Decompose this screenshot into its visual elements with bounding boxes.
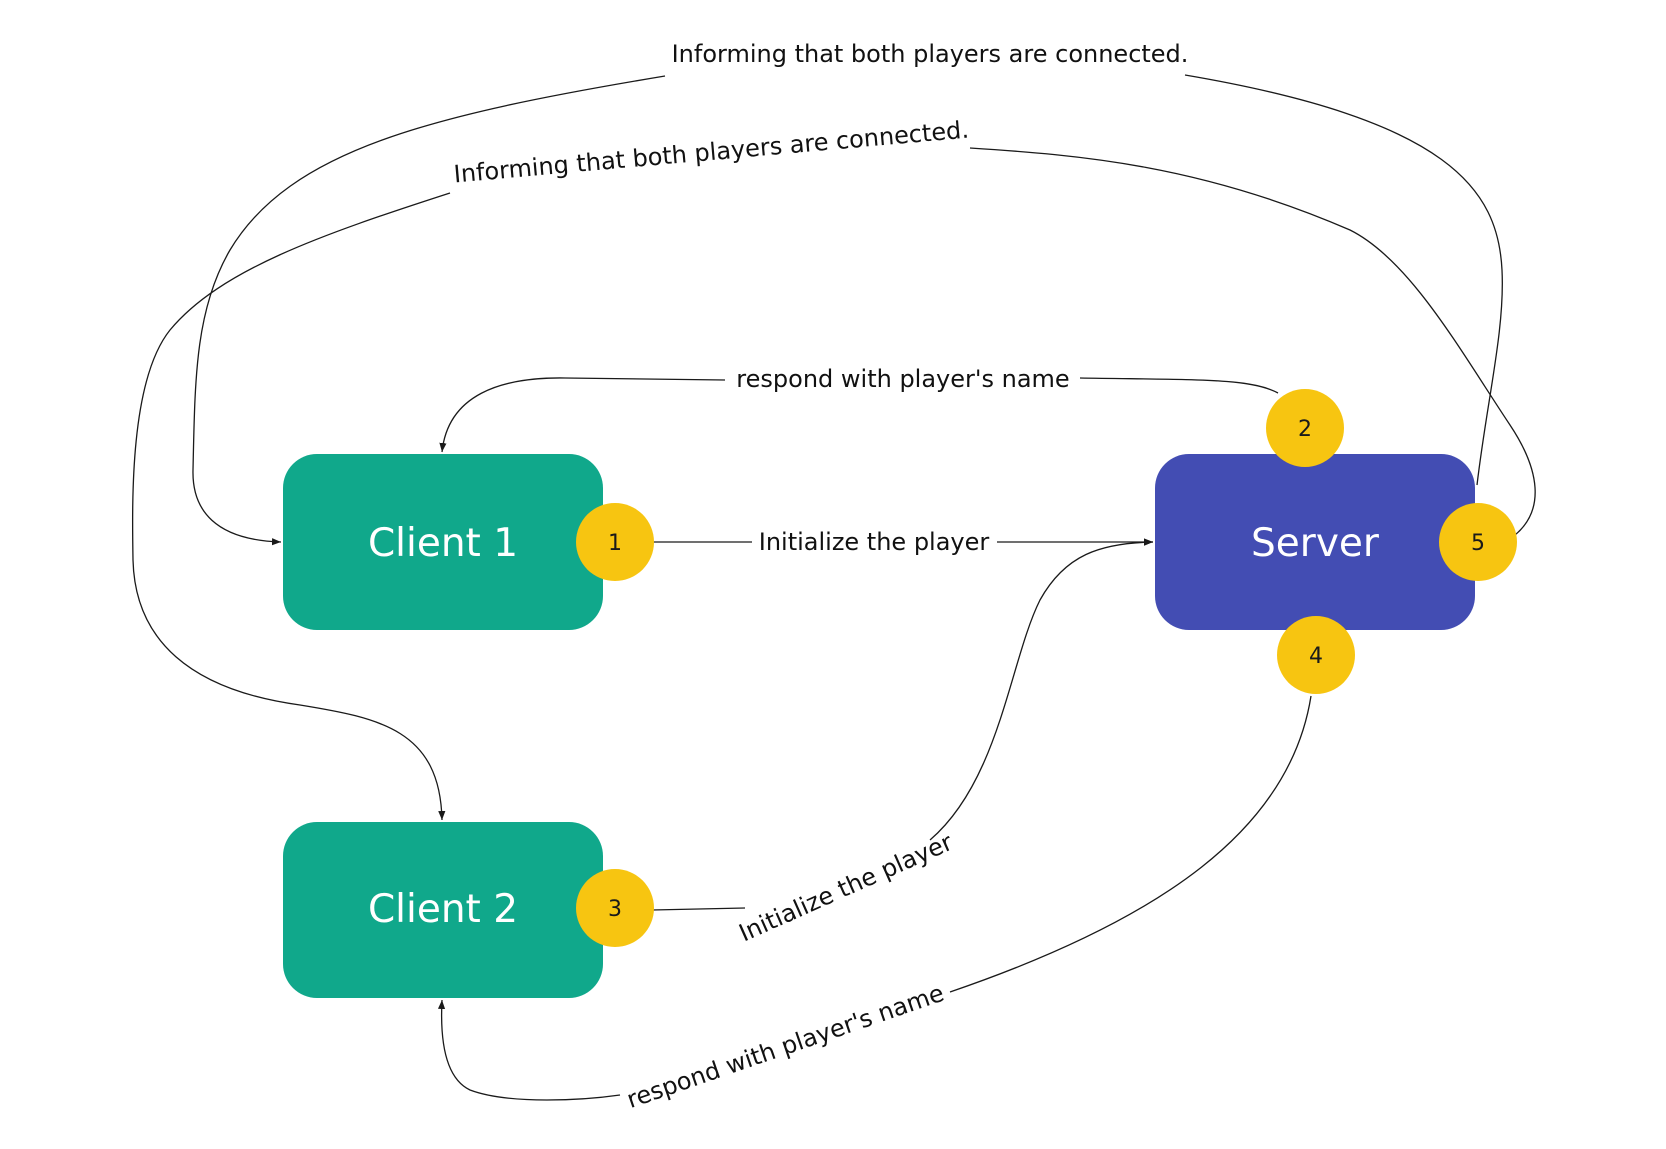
badge-5: 5	[1439, 503, 1517, 581]
edge-respond-client1-tail	[439, 377, 726, 453]
client2-box	[283, 822, 603, 998]
server-label: Server	[1251, 521, 1380, 566]
edge-respond-client1	[1079, 377, 1279, 394]
client2-label: Client 2	[368, 887, 518, 932]
client1-label: Client 1	[368, 521, 518, 566]
badge-2: 2	[1266, 389, 1344, 467]
badge-3: 3	[576, 869, 654, 947]
svg-text:1: 1	[608, 531, 622, 556]
edge-inform-client1-tail	[192, 75, 666, 546]
node-client1[interactable]: Client 1	[283, 454, 603, 630]
node-server[interactable]: Server	[1155, 454, 1475, 630]
server-box	[1155, 454, 1475, 630]
edge-respond-client2-tail	[437, 999, 621, 1101]
svg-text:2: 2	[1298, 417, 1312, 442]
svg-text:5: 5	[1471, 531, 1485, 556]
edge-client2-init-tail	[929, 538, 1154, 841]
label-client1-init: Initialize the player	[759, 528, 990, 556]
label-respond-client2: respond with player's name	[623, 979, 947, 1114]
label-client2-init: Initialize the player	[735, 828, 957, 947]
label-inform-client1: Informing that both players are connecte…	[672, 40, 1189, 68]
label-respond-client1: respond with player's name	[736, 365, 1069, 393]
client1-box	[283, 454, 603, 630]
svg-text:4: 4	[1309, 644, 1323, 669]
edge-inform-client2-tail	[131, 192, 451, 821]
edge-inform-client2	[969, 147, 1536, 536]
edge-respond-client2	[949, 695, 1312, 993]
label-inform-client2: Informing that both players are connecte…	[453, 116, 970, 189]
svg-text:3: 3	[608, 897, 622, 922]
badge-1: 1	[576, 503, 654, 581]
badge-4: 4	[1277, 616, 1355, 694]
edge-client2-init	[651, 907, 746, 911]
node-client2[interactable]: Client 2	[283, 822, 603, 998]
